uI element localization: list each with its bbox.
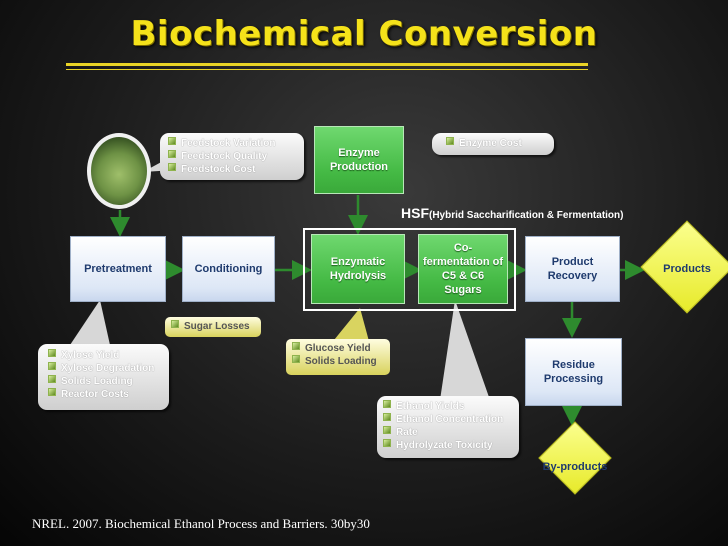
callout-item: Glucose Yield [292,342,384,355]
byproducts-label: By-products [542,461,608,473]
product-recovery-label: Product Recovery [547,256,598,282]
bullet-icon [383,426,391,434]
products-label: Products [663,263,711,275]
slide-title: Biochemical Conversion [130,14,598,54]
callout-item: Sugar Losses [171,320,255,333]
callout-item: Solids Loading [48,375,159,388]
fermentation-callout: Ethanol Yields Ethanol Concentration Rat… [377,396,519,458]
enzyme-production-box: Enzyme Production [314,126,404,194]
pretreatment-box: Pretreatment [70,236,166,302]
pointer-hydrolysis-callout [330,308,370,345]
bullet-icon [48,388,56,396]
callout-item: Hydrolyzate Toxicity [383,439,513,452]
callout-item: Enzyme Cost [446,137,540,150]
citation: NREL. 2007. Biochemical Ethanol Process … [32,516,370,531]
hsf-frame [303,228,516,311]
feedstock-photo [87,133,151,209]
residue-processing-box: Residue Processing [525,338,622,406]
bullet-icon [48,362,56,370]
enzyme-production-label: Enzyme Production [329,147,389,173]
bullet-icon [383,400,391,408]
title-underline [66,63,588,66]
bullet-icon [171,320,179,328]
callout-item: Feedstock Variation [168,137,296,150]
bullet-icon [168,150,176,158]
bullet-icon [168,163,176,171]
conditioning-box: Conditioning [182,236,275,302]
hsf-label: HSF(Hybrid Saccharification & Fermentati… [401,205,623,221]
callout-item: Xylose Yield [48,349,159,362]
bullet-icon [383,413,391,421]
callout-item: Rate [383,426,513,439]
title-underline-thin [66,69,588,70]
cofermentation-box: Co-fermentation of C5 & C6 Sugars [418,234,508,304]
bullet-icon [383,439,391,447]
bullet-icon [48,375,56,383]
sugar-losses-callout: Sugar Losses [165,317,261,337]
callout-item: Ethanol Concentration [383,413,513,426]
pointer-fermentation-callout [440,300,490,400]
callout-item: Solids Loading [292,355,384,368]
enzyme-cost-callout: Enzyme Cost [432,133,554,155]
bullet-icon [292,355,300,363]
bullet-icon [168,137,176,145]
pretreatment-label: Pretreatment [84,263,152,275]
residue-processing-label: Residue Processing [543,359,604,385]
callout-item: Xylose Degradation [48,362,159,375]
bullet-icon [292,342,300,350]
callout-item: Reactor Costs [48,388,159,401]
hydrolysis-callout: Glucose Yield Solids Loading [286,339,390,375]
pretreatment-callout: Xylose Yield Xylose Degradation Solids L… [38,344,169,410]
hsf-abbrev: HSF [401,205,429,221]
bullet-icon [48,349,56,357]
callout-item: Feedstock Quality [168,150,296,163]
enzymatic-hydrolysis-box: Enzymatic Hydrolysis [311,234,405,304]
bullet-icon [446,137,454,145]
product-recovery-box: Product Recovery [525,236,620,302]
cofermentation-label: Co-fermentation of C5 & C6 Sugars [422,242,504,296]
callout-item: Feedstock Cost [168,163,296,176]
hsf-expansion: (Hybrid Saccharification & Fermentation) [429,210,624,221]
feedstock-callout: Feedstock Variation Feedstock Quality Fe… [160,133,304,180]
callout-item: Ethanol Yields [383,400,513,413]
enzymatic-hydrolysis-label: Enzymatic Hydrolysis [329,256,387,282]
pointer-pretreatment-callout [70,300,110,345]
conditioning-label: Conditioning [194,263,263,275]
